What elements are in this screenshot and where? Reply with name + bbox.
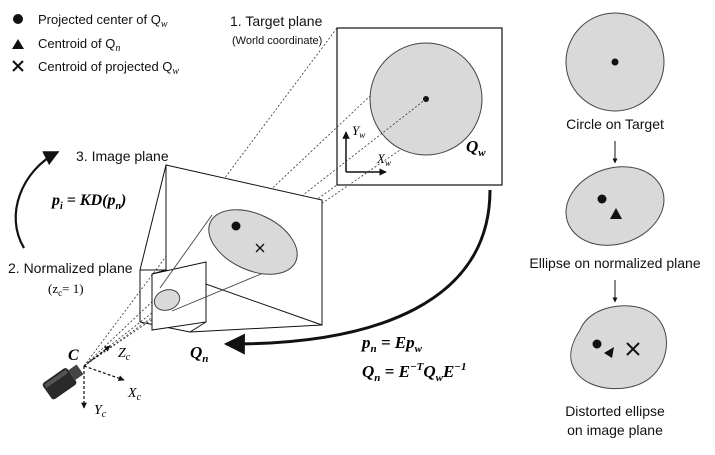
target-plane-title: 1. Target plane [230,13,323,29]
qn-label: Qn [190,343,208,365]
target-qw-label: Qw [466,137,486,159]
equation-qn: Qn = E−TQwE−1 [362,361,466,384]
camera-axes [81,345,125,409]
target-y-label: Yw [352,123,365,140]
image-center-dot [231,221,241,231]
camera-x-label: Xc [127,386,142,403]
caption-distorted-2: on image plane [567,422,663,438]
camera-y-label: Yc [94,403,107,420]
panel-distorted-dot [592,339,602,349]
image-ellipse [208,209,298,275]
normalized-plane-title: 2. Normalized plane [8,260,133,276]
target-plane: 1. Target plane (World coordinate) Yw Xw… [230,13,503,186]
panel-distorted-cross-icon [626,342,640,356]
normalized-plane-zc: (zc= 1) [48,281,84,298]
legend-item-centroid-qn: Centroid of Qn [38,36,120,54]
target-x-label: Xw [376,151,391,168]
transform-arrow [223,189,492,355]
legend: Projected center of Qw Centroid of Qn Ce… [12,12,179,77]
panel-distorted-ellipse [570,305,667,390]
camera-label: C [68,347,79,364]
right-panel: Circle on Target Ellipse on normalized p… [529,12,701,438]
image-plane-arrow [14,151,60,249]
target-plane-subtitle: (World coordinate) [232,35,322,47]
image-plane-title: 3. Image plane [76,148,169,164]
panel-distorted-triangle-icon [604,347,614,358]
normalized-ellipse [153,289,181,311]
legend-item-projected-center: Projected center of Qw [38,12,168,30]
transform-equations: pn = Epw Qn = E−TQwE−1 [360,333,466,384]
panel-ellipse [565,166,665,246]
legend-item-centroid-projected: Centroid of projected Qw [38,59,179,77]
dot-marker-icon [13,14,23,24]
cross-marker-icon [12,60,24,72]
panel-ellipse-triangle-icon [610,208,622,219]
caption-circle: Circle on Target [566,116,664,132]
image-cross-marker-icon [255,243,265,253]
camera-z-label: Zc [118,346,131,363]
panel-ellipse-dot [597,194,607,204]
camera-icon [42,364,84,400]
panel-circle-dot [611,58,619,66]
image-plane-equation: pi = KD(pn) [50,192,126,212]
caption-distorted-1: Distorted ellipse [565,403,665,419]
equation-pn: pn = Epw [360,333,423,355]
caption-ellipse: Ellipse on normalized plane [529,255,700,271]
triangle-marker-icon [12,39,24,49]
